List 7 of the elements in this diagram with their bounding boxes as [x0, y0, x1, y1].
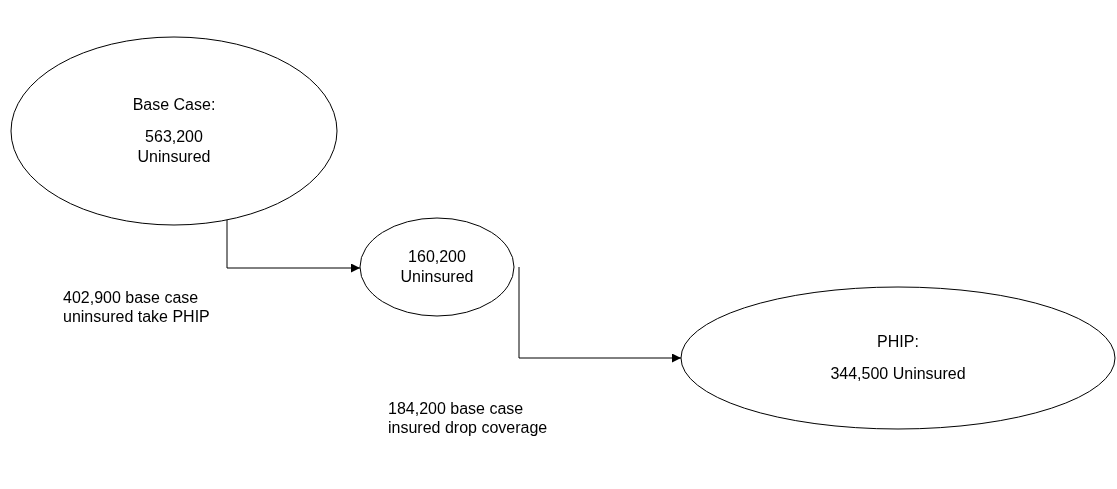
elbow-arrow: [226, 219, 361, 273]
elbow-arrow: [518, 266, 682, 363]
node-text: 160,200 Uninsured: [399, 247, 475, 287]
node-text: 344,500 Uninsured: [830, 364, 966, 384]
node-text: Base Case:: [132, 95, 216, 115]
node-text: PHIP:: [877, 332, 919, 352]
node-text: 563,200 Uninsured: [136, 127, 212, 167]
